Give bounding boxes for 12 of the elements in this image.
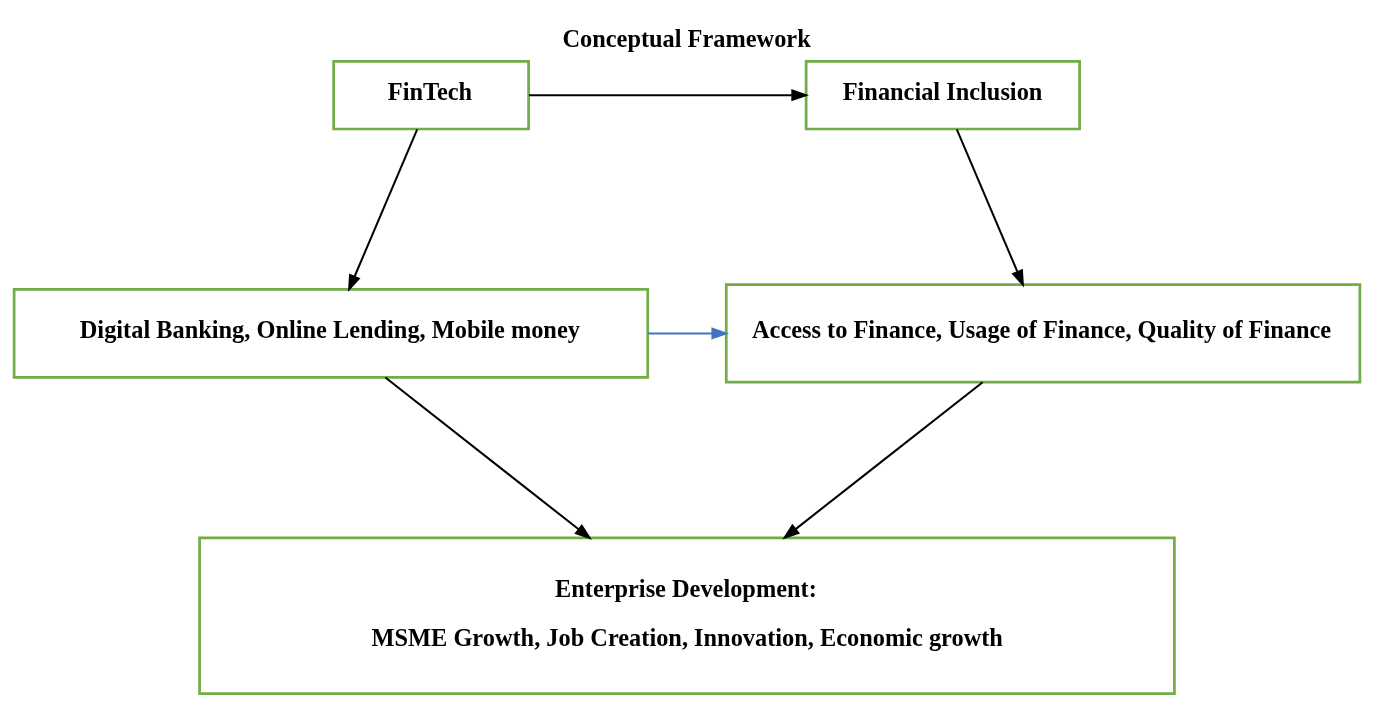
arrow bbox=[529, 88, 809, 101]
node-box: FinTech bbox=[332, 59, 530, 130]
node-box: Access to Finance, Usage of Finance, Quality of Finance bbox=[724, 282, 1362, 384]
node-box: Financial Inclusion bbox=[804, 59, 1081, 130]
arrow bbox=[384, 376, 592, 540]
arrow bbox=[782, 380, 984, 540]
arrow bbox=[347, 128, 419, 292]
diagram-title: Conceptual Framework bbox=[562, 24, 811, 52]
node-box: Enterprise Development: MSME Growth, Job Creation, Innovation, Economic growth bbox=[198, 536, 1176, 695]
arrow bbox=[955, 128, 1025, 287]
node-box: Digital Banking, Online Lending, Mobile money bbox=[12, 287, 650, 379]
arrow bbox=[648, 326, 730, 340]
